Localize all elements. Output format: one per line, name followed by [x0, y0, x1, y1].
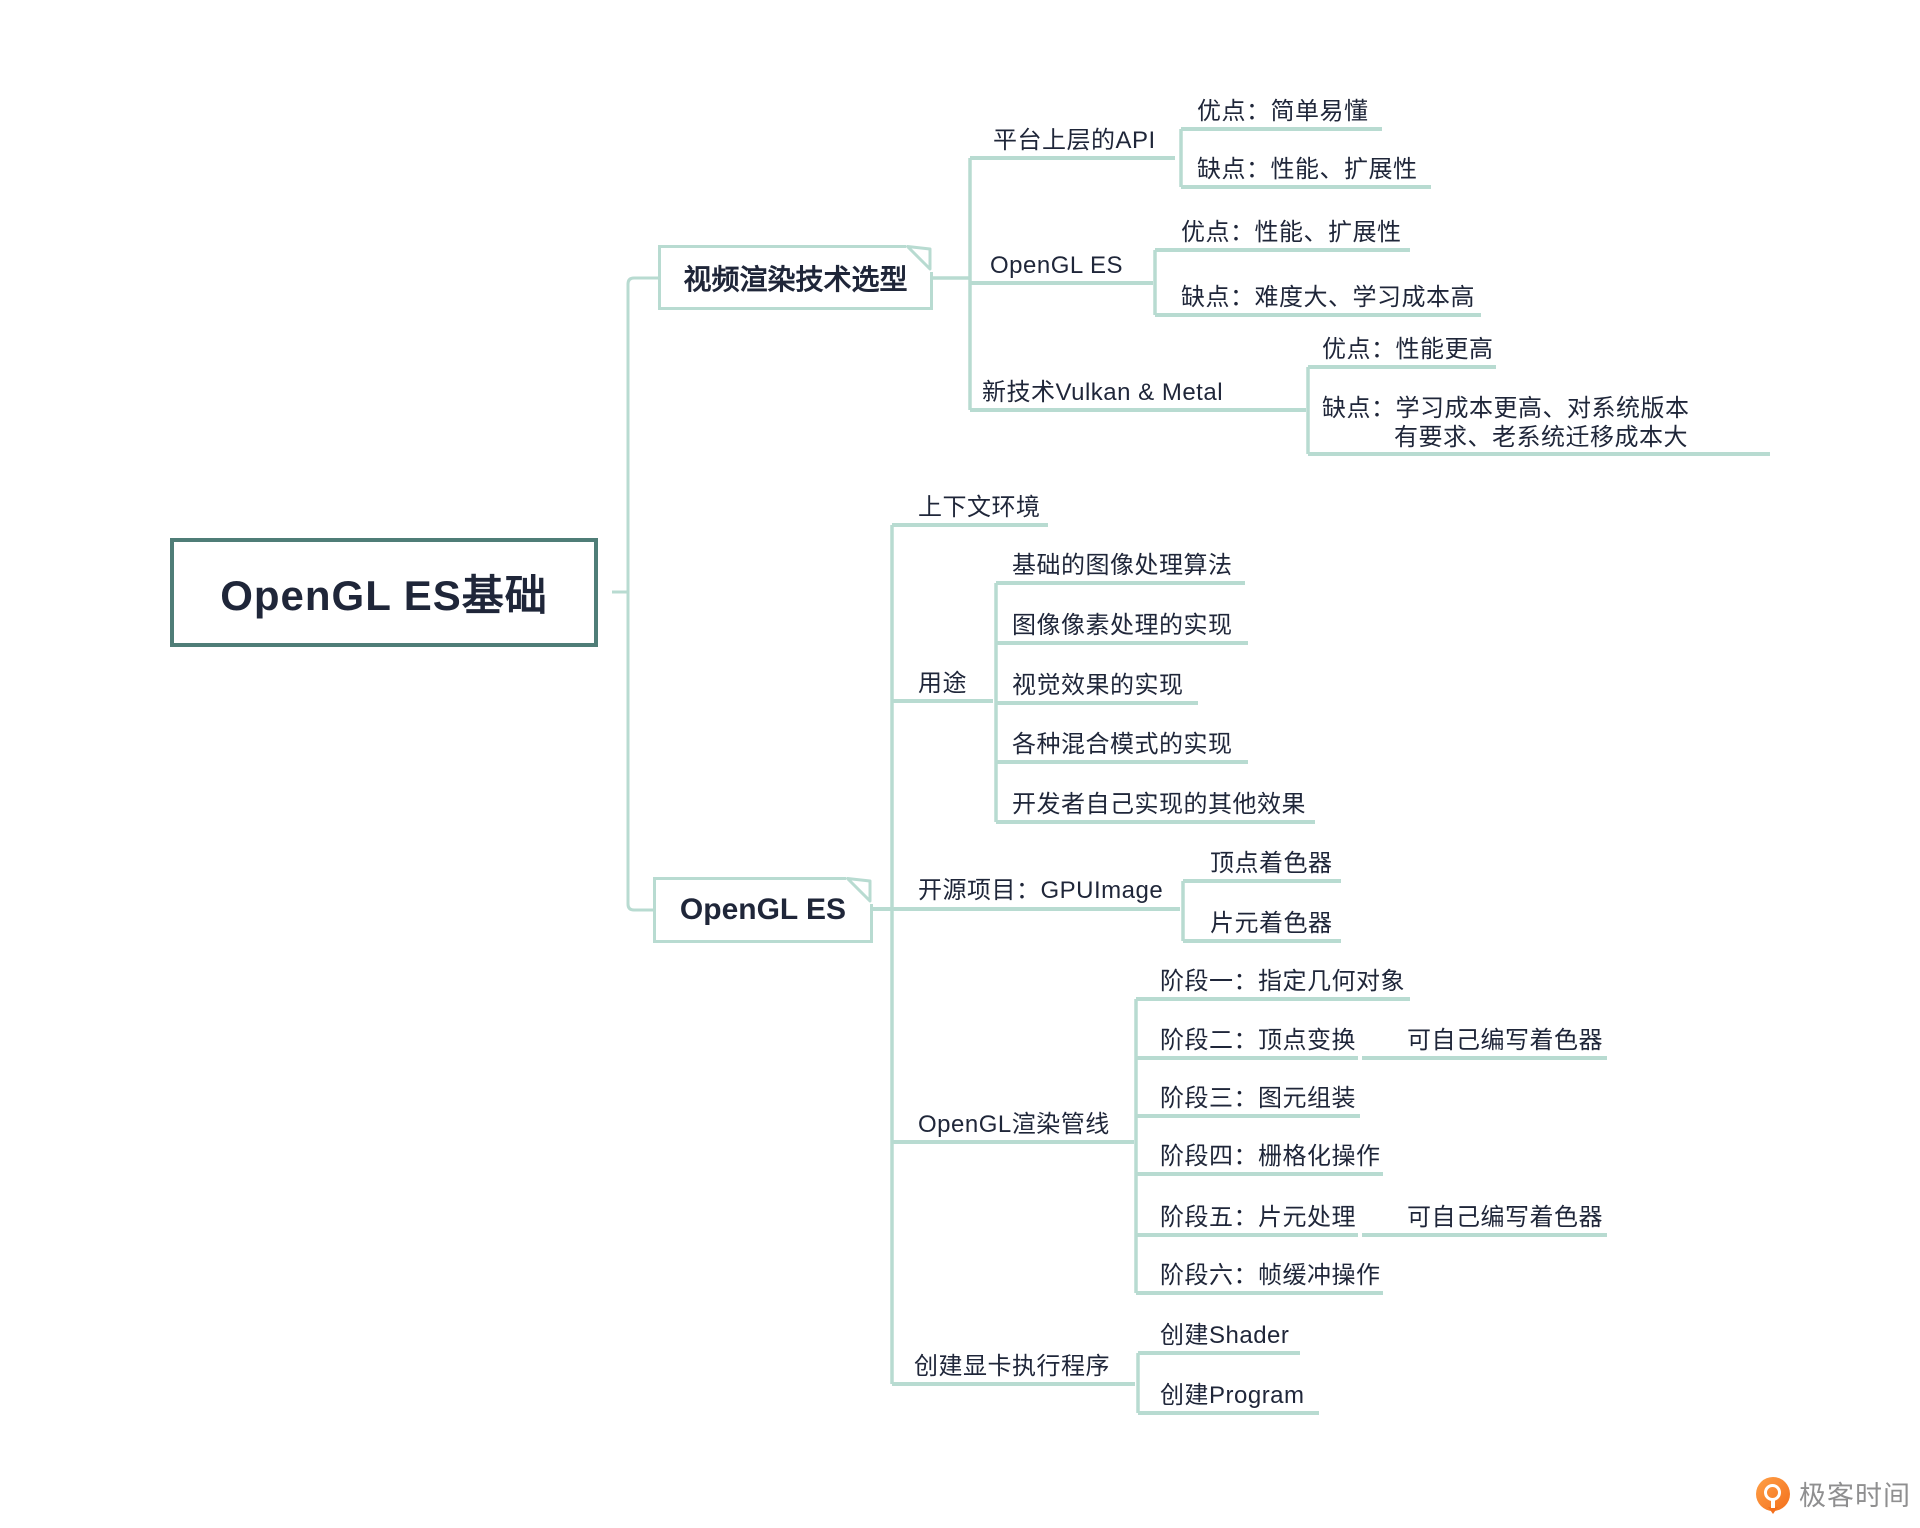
branch2-lines: [873, 523, 1607, 1415]
node-platform-api-pros[interactable]: 优点：简单易懂: [1197, 98, 1369, 125]
topic-opengl-es[interactable]: OpenGL ES: [653, 877, 873, 943]
branch1-lines: [933, 127, 1770, 456]
node-gpuimage[interactable]: 开源项目：GPUImage: [918, 877, 1164, 904]
root-node-label: OpenGL ES基础: [220, 572, 548, 619]
node-usage-basic-algo[interactable]: 基础的图像处理算法: [1012, 552, 1233, 579]
node-render-pipeline[interactable]: OpenGL渲染管线: [918, 1111, 1110, 1138]
node-stage3[interactable]: 阶段三：图元组装: [1160, 1085, 1356, 1112]
node-stage1[interactable]: 阶段一：指定几何对象: [1160, 968, 1405, 995]
trunk-lines: [612, 276, 662, 912]
node-stage2[interactable]: 阶段二：顶点变换: [1160, 1027, 1356, 1054]
root-node[interactable]: OpenGL ES基础: [170, 538, 610, 659]
node-vulkan-pros[interactable]: 优点：性能更高: [1322, 336, 1494, 363]
node-opengl-es-pros[interactable]: 优点：性能、扩展性: [1181, 219, 1402, 246]
node-create-program[interactable]: 创建Program: [1160, 1382, 1305, 1409]
node-vulkan-metal[interactable]: 新技术Vulkan & Metal: [982, 379, 1224, 406]
node-usage-blend-modes[interactable]: 各种混合模式的实现: [1012, 731, 1233, 758]
node-usage-custom-effects[interactable]: 开发者自己实现的其他效果: [1012, 791, 1306, 818]
node-usage[interactable]: 用途: [918, 670, 967, 697]
node-opengl-es-option[interactable]: OpenGL ES: [990, 252, 1124, 279]
node-context-env[interactable]: 上下文环境: [918, 494, 1041, 521]
topic-label: 视频渲染技术选型: [683, 263, 908, 295]
geektime-logo-icon: [1756, 1477, 1790, 1514]
node-create-gpu-program[interactable]: 创建显卡执行程序: [914, 1353, 1110, 1380]
node-fragment-shader[interactable]: 片元着色器: [1210, 910, 1333, 937]
node-usage-visual-effect[interactable]: 视觉效果的实现: [1012, 672, 1184, 699]
node-stage5-custom-shader[interactable]: 可自己编写着色器: [1407, 1204, 1603, 1231]
node-platform-api[interactable]: 平台上层的API: [993, 127, 1156, 154]
watermark-brand-text: 极客时间: [1799, 1480, 1911, 1511]
node-stage2-custom-shader[interactable]: 可自己编写着色器: [1407, 1027, 1603, 1054]
node-platform-api-cons[interactable]: 缺点：性能、扩展性: [1197, 156, 1418, 183]
topic-video-render-tech[interactable]: 视频渲染技术选型: [658, 245, 933, 310]
node-opengl-es-cons[interactable]: 缺点：难度大、学习成本高: [1181, 284, 1475, 311]
topic-label: OpenGL ES: [679, 893, 847, 926]
node-create-shader[interactable]: 创建Shader: [1160, 1322, 1290, 1349]
node-vertex-shader[interactable]: 顶点着色器: [1210, 850, 1333, 877]
node-stage6[interactable]: 阶段六：帧缓冲操作: [1160, 1262, 1381, 1289]
node-stage5[interactable]: 阶段五：片元处理: [1160, 1204, 1356, 1231]
node-stage4[interactable]: 阶段四：栅格化操作: [1160, 1143, 1381, 1170]
node-vulkan-cons[interactable]: 缺点：学习成本更高、对系统版本有要求、老系统迁移成本大: [1322, 395, 1690, 451]
folded-corner-icon: [906, 245, 933, 272]
node-usage-pixel-process[interactable]: 图像像素处理的实现: [1012, 612, 1233, 639]
folded-corner-icon: [846, 877, 873, 904]
watermark: 极客时间: [1756, 1477, 1911, 1514]
